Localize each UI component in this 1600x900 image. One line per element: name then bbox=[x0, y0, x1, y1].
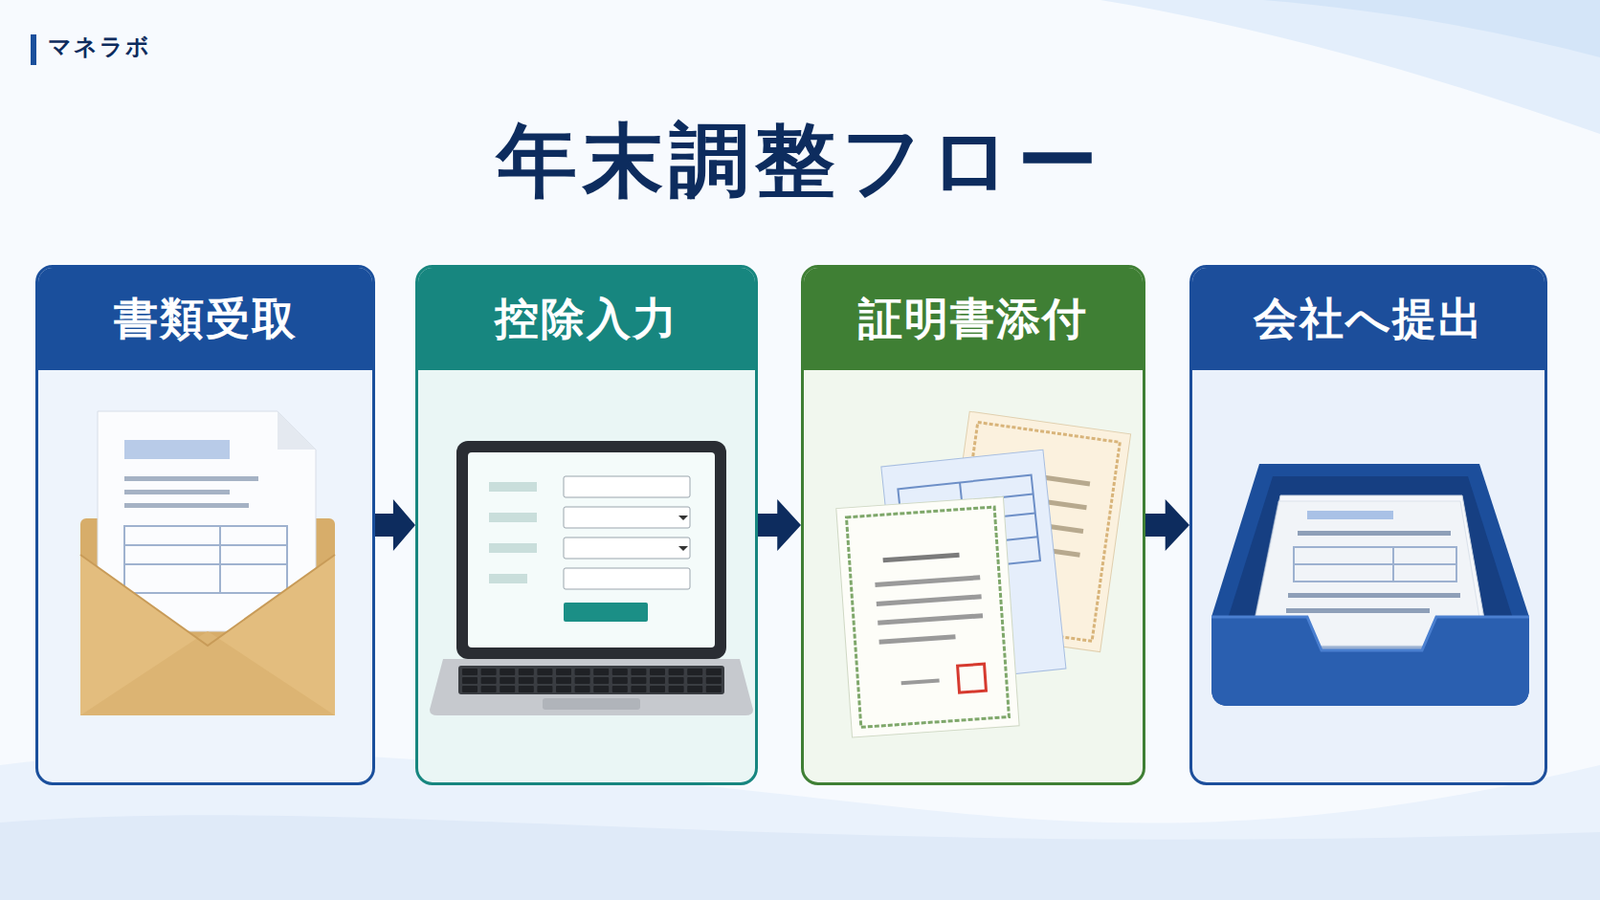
step-card: 書類受取 bbox=[35, 265, 376, 786]
step-header: 控除入力 bbox=[418, 267, 756, 371]
brand-bar bbox=[30, 34, 37, 66]
flow-arrow bbox=[1145, 499, 1190, 552]
brand-label: マネラボ bbox=[47, 31, 152, 63]
step-card: 会社へ提出 bbox=[1189, 265, 1548, 786]
diagram-title: 年末調整フロー bbox=[0, 107, 1600, 217]
step-header: 証明書添付 bbox=[803, 267, 1143, 371]
step-header: 会社へ提出 bbox=[1192, 267, 1545, 371]
swoosh bbox=[0, 815, 1600, 900]
step-card: 控除入力 bbox=[415, 265, 758, 786]
step-label: 控除入力 bbox=[494, 289, 679, 350]
step-label: 会社へ提出 bbox=[1253, 289, 1485, 350]
step-label: 書類受取 bbox=[113, 289, 298, 350]
flow-arrow bbox=[375, 499, 416, 552]
step-card: 証明書添付 bbox=[800, 265, 1146, 786]
swoosh bbox=[1263, 0, 1600, 58]
swoosh bbox=[1100, 0, 1600, 134]
step-label: 証明書添付 bbox=[858, 289, 1089, 350]
flow-arrow bbox=[757, 499, 801, 552]
step-header: 書類受取 bbox=[38, 267, 373, 371]
